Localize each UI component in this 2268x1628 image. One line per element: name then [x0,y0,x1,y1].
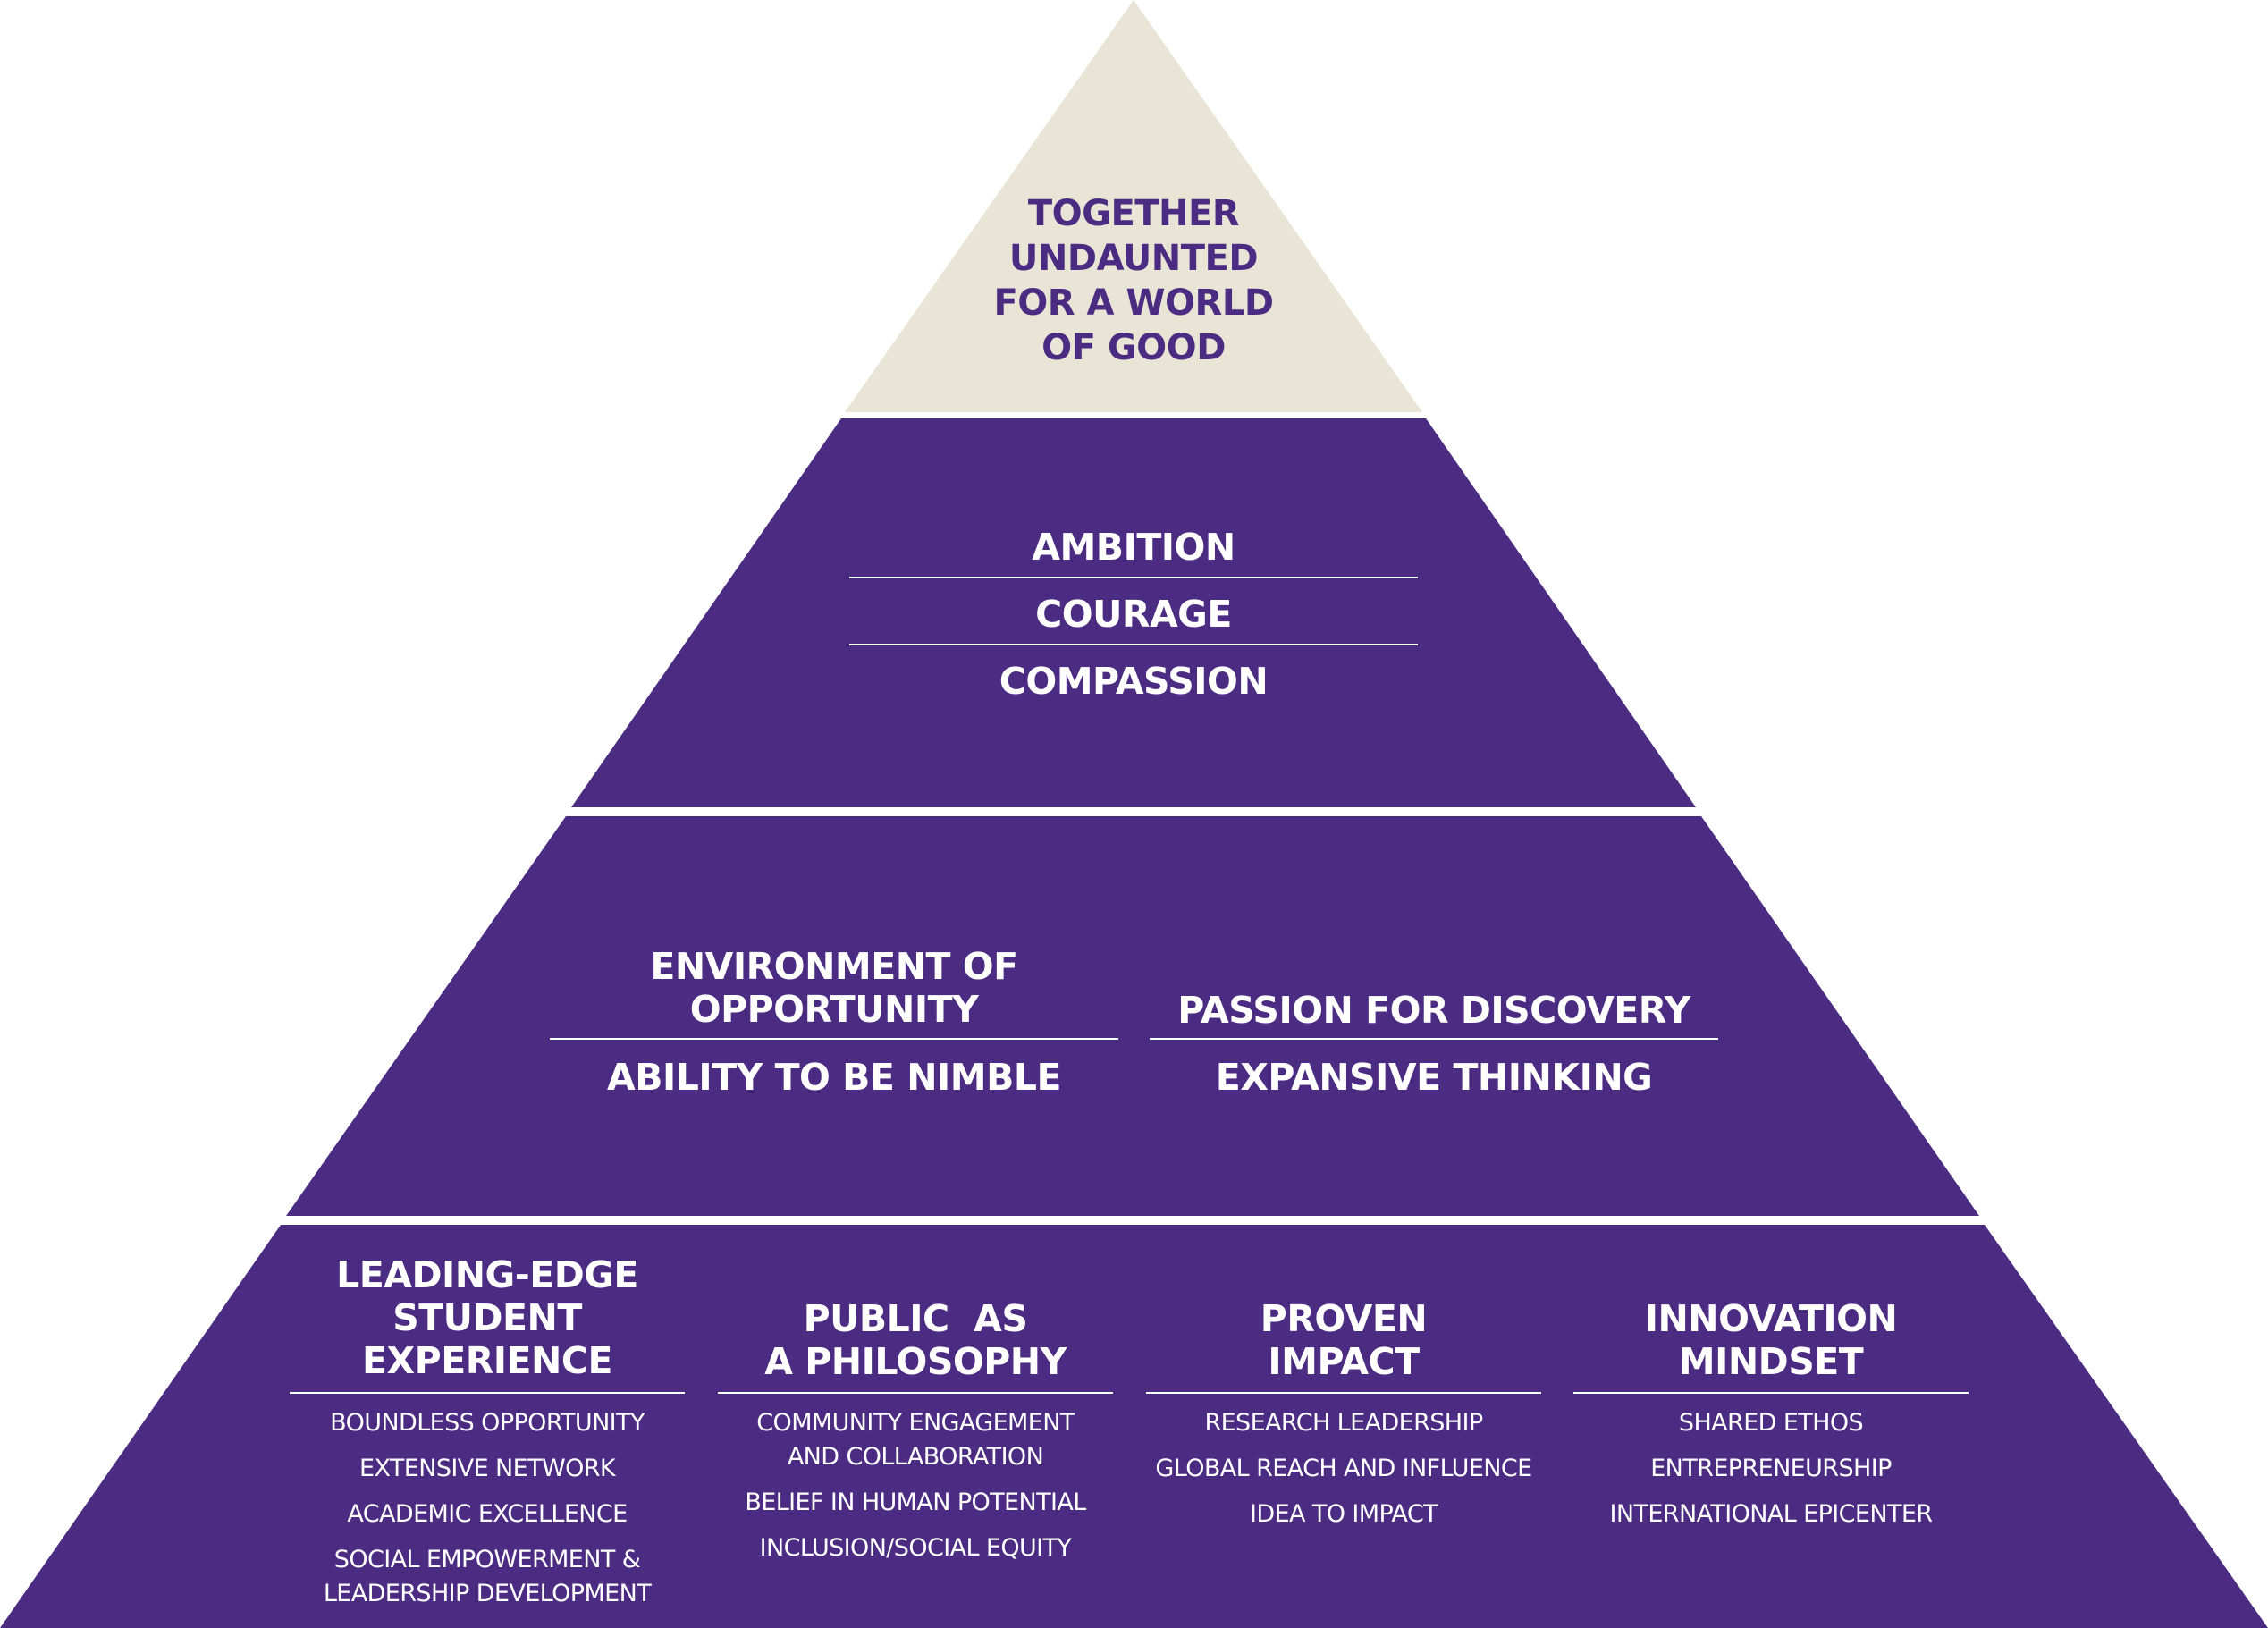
list-item: BELIEF IN HUMAN POTENTIAL [745,1489,1086,1516]
title-line: PUBLIC AS [803,1297,1028,1340]
title-line: OPPORTUNITY [689,988,979,1031]
apex-statement: TOGETHER UNDAUNTED FOR A WORLD OF GOOD [910,191,1357,370]
pyramid-values-tier [571,418,1696,807]
list-item: GLOBAL REACH AND INFLUENCE [1155,1455,1532,1482]
ability-to-be-nimble: ABILITY TO BE NIMBLE [607,1056,1061,1099]
divider [849,644,1418,645]
environment-of-opportunity: ENVIRONMENT OF OPPORTUNITY [550,945,1118,1031]
title-line: IMPACT [1268,1340,1420,1383]
column-title-public-as-a-philosophy: PUBLIC AS A PHILOSOPHY [718,1297,1113,1383]
value-compassion: COMPASSION [999,660,1269,703]
apex-line: FOR A WORLD [993,283,1274,324]
title-line: EXPERIENCE [362,1339,612,1382]
passion-for-discovery: PASSION FOR DISCOVERY [1177,989,1690,1032]
title-line: INNOVATION [1644,1297,1898,1340]
value-courage: COURAGE [1035,593,1232,636]
divider [550,1038,1118,1040]
pyramid-base-tier [0,1225,2268,1628]
pyramid-apex-tier [845,0,1422,412]
column-title-innovation-mindset: INNOVATION MINDSET [1573,1297,1969,1383]
column-items-public-as-a-philosophy: COMMUNITY ENGAGEMENT AND COLLABORATION B… [718,1406,1113,1565]
expansive-thinking: EXPANSIVE THINKING [1215,1056,1653,1099]
column-title-proven-impact: PROVEN IMPACT [1146,1297,1541,1383]
column-items-student-experience: BOUNDLESS OPPORTUNITY EXTENSIVE NETWORK … [290,1406,685,1611]
column-items-innovation-mindset: SHARED ETHOS ENTREPRENEURSHIP INTERNATIO… [1573,1406,1969,1531]
list-item: AND COLLABORATION [787,1443,1044,1471]
divider [290,1392,685,1394]
apex-line: OF GOOD [1041,327,1226,368]
list-item: LEADERSHIP DEVELOPMENT [323,1580,652,1607]
list-item: IDEA TO IMPACT [1250,1500,1438,1528]
title-line: MINDSET [1678,1340,1864,1383]
list-item: SHARED ETHOS [1678,1409,1864,1437]
pyramid-middle-tier [286,816,1979,1216]
list-item: SOCIAL EMPOWERMENT & [333,1546,641,1573]
title-line: ENVIRONMENT OF [650,945,1018,988]
divider [718,1392,1113,1394]
title-line: A PHILOSOPHY [764,1340,1067,1383]
title-line: STUDENT [392,1296,582,1339]
list-item: EXTENSIVE NETWORK [358,1455,616,1482]
list-item: ENTREPRENEURSHIP [1650,1455,1892,1482]
title-line: PROVEN [1260,1297,1428,1340]
value-ambition: AMBITION [1032,526,1235,569]
list-item: BOUNDLESS OPPORTUNITY [330,1409,645,1437]
title-line: LEADING-EDGE [336,1253,638,1296]
divider [1573,1392,1969,1394]
list-item: COMMUNITY ENGAGEMENT [756,1409,1075,1437]
list-item: RESEARCH LEADERSHIP [1204,1409,1483,1437]
list-item: INTERNATIONAL EPICENTER [1609,1500,1934,1528]
apex-line: TOGETHER [1027,193,1240,234]
list-item: INCLUSION/SOCIAL EQUITY [759,1534,1072,1562]
column-items-proven-impact: RESEARCH LEADERSHIP GLOBAL REACH AND INF… [1146,1406,1541,1531]
column-title-student-experience: LEADING-EDGE STUDENT EXPERIENCE [290,1253,685,1382]
apex-line: UNDAUNTED [1008,238,1259,279]
divider [1146,1392,1541,1394]
divider [849,577,1418,578]
divider [1150,1038,1718,1040]
list-item: ACADEMIC EXCELLENCE [347,1500,628,1528]
